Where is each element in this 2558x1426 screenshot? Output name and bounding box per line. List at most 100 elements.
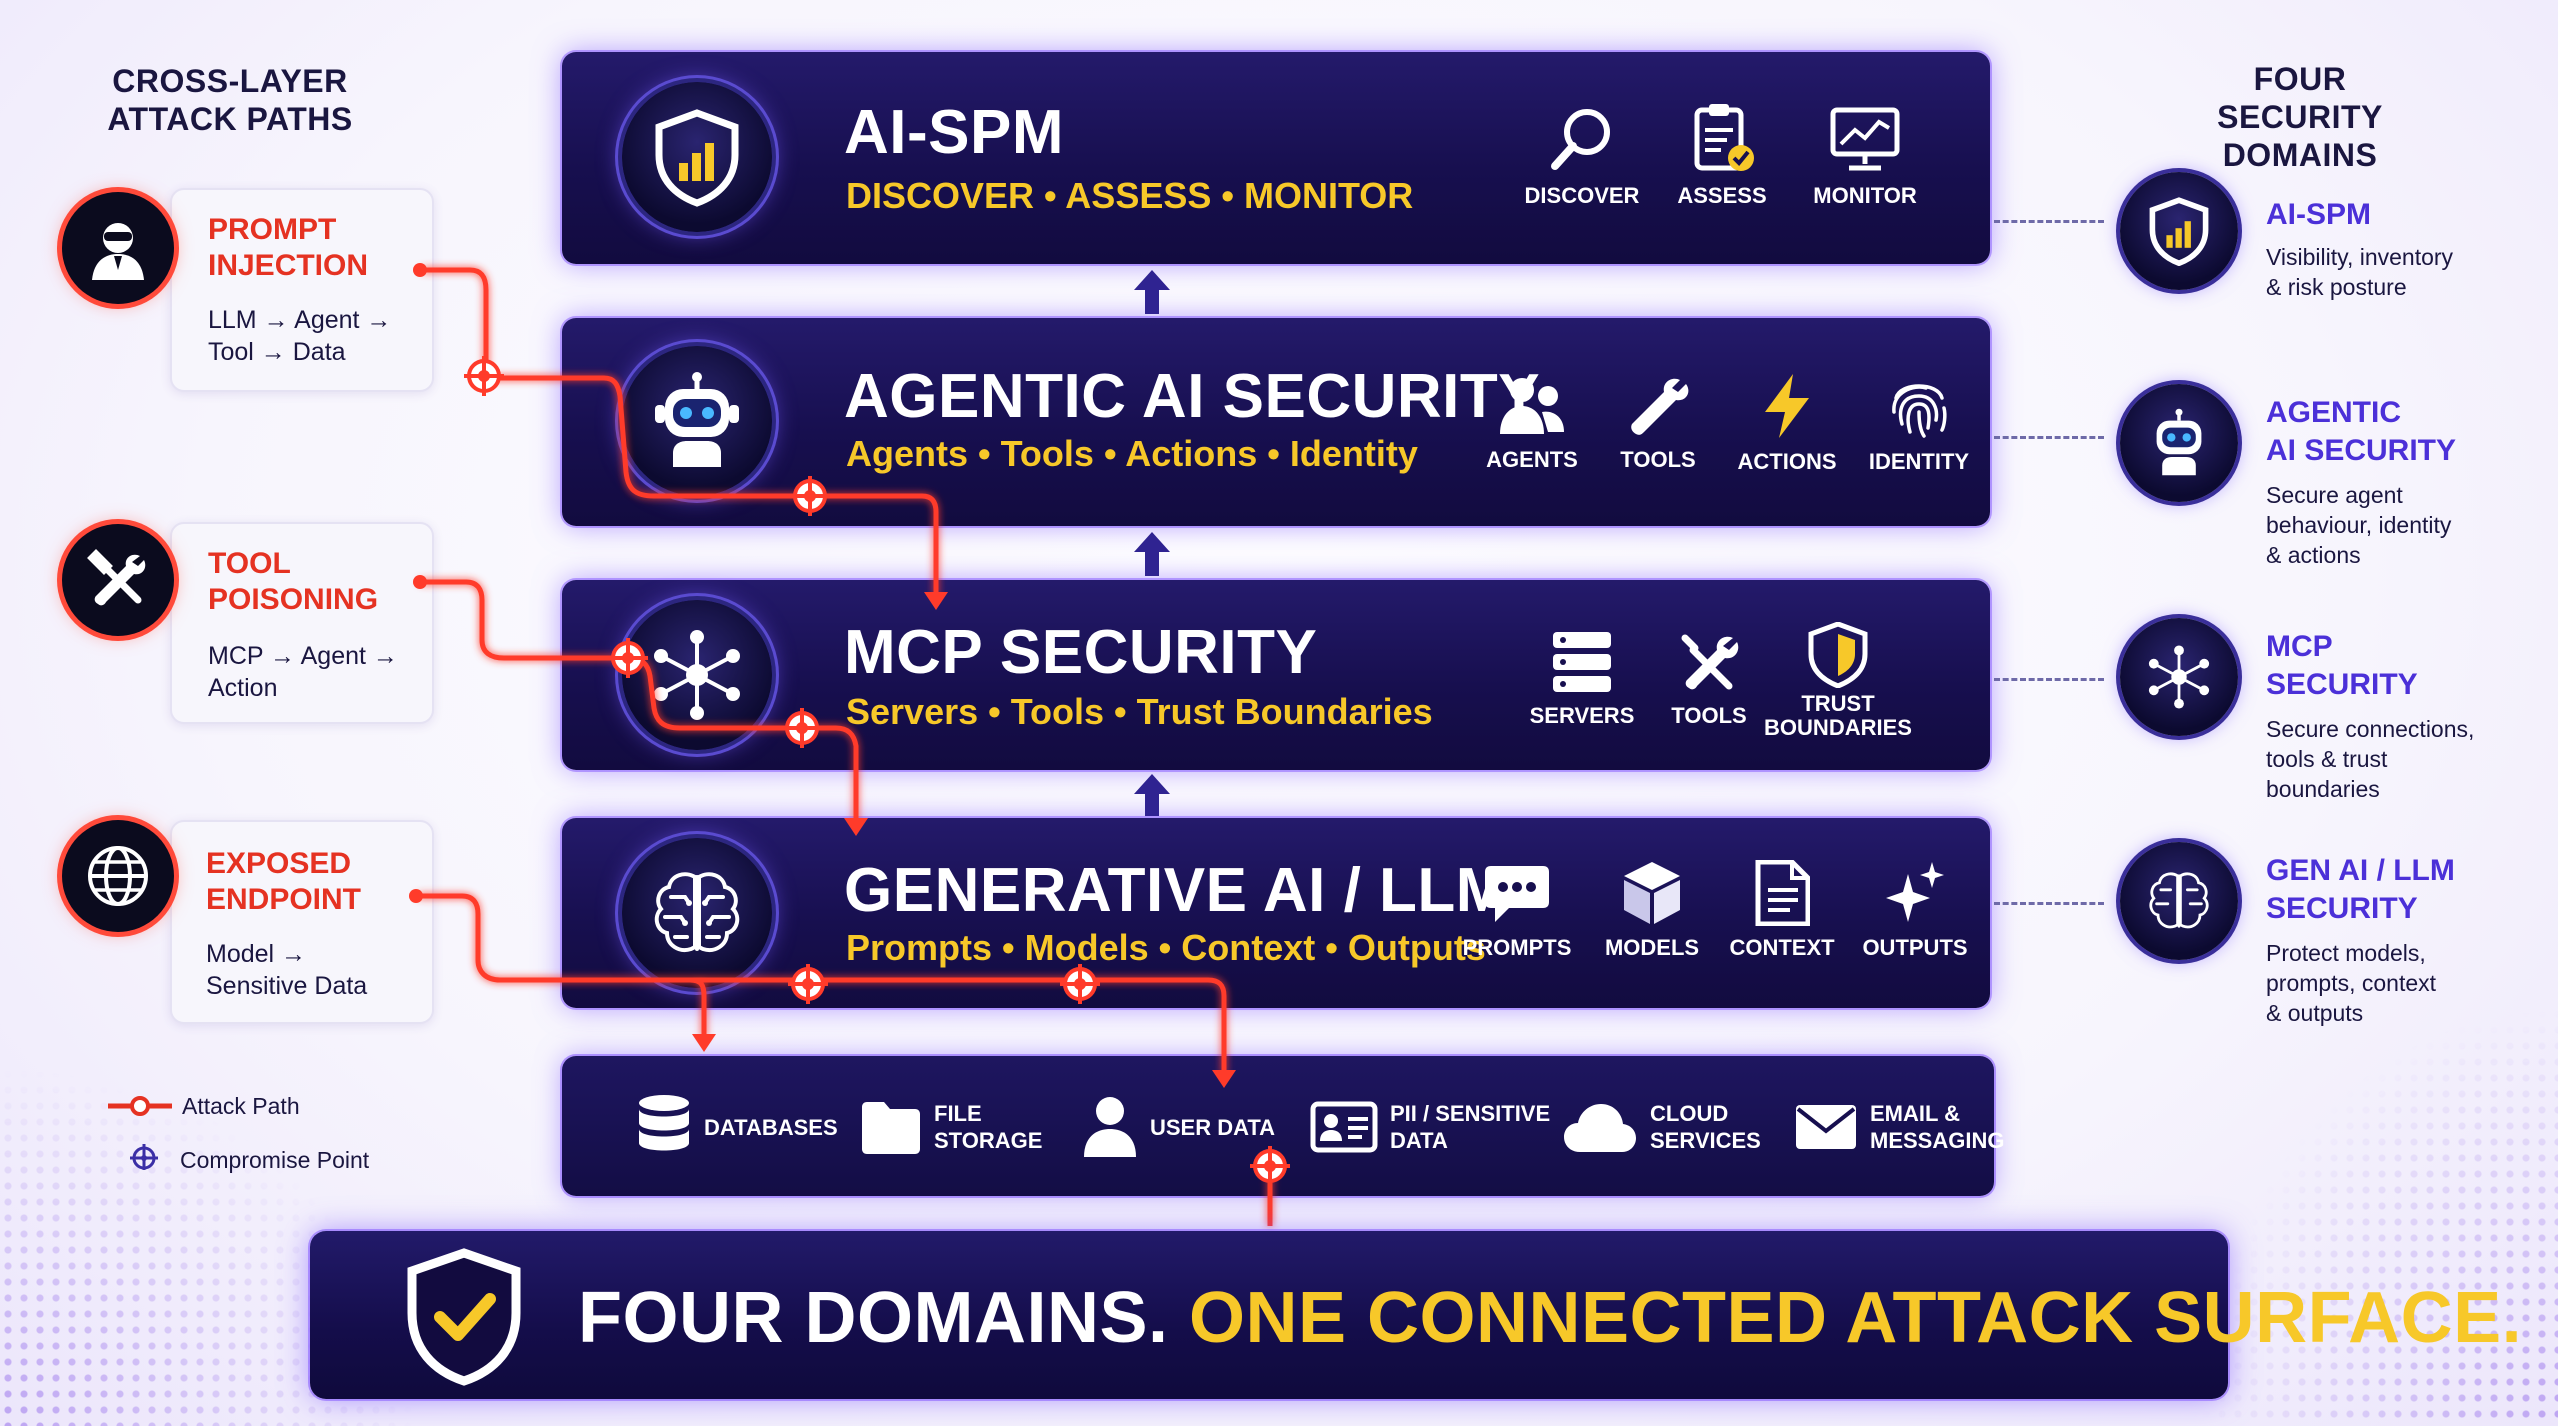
- clipboard-check-icon: [1694, 104, 1754, 171]
- network-hub-icon: [622, 600, 772, 750]
- domain-desc-line: & outputs: [2266, 1000, 2364, 1026]
- domain-title: AGENTIC AI SECURITY: [2266, 394, 2456, 470]
- domain-title: AI-SPM: [2266, 196, 2371, 234]
- threat-card-tool-poisoning: TOOL POISONING MCP → Agent → Action: [170, 522, 434, 724]
- path-start-dot: [413, 575, 427, 589]
- domain-desc-line: & risk posture: [2266, 274, 2407, 300]
- threat-title-line: POISONING: [208, 583, 379, 616]
- arrowhead: [844, 818, 868, 836]
- threat-card-exposed-endpoint: EXPOSED ENDPOINT Model → Sensitive Data: [170, 820, 434, 1024]
- data-source-label: FILE: [934, 1101, 982, 1126]
- compromise-point: [608, 638, 648, 678]
- attack-path-exposed-endpoint-b: [690, 977, 1227, 1074]
- banner-text-yellow: ONE CONNECTED ATTACK SURFACE.: [1189, 1278, 2523, 1358]
- domain-title: GEN AI / LLM SECURITY: [2266, 852, 2455, 928]
- data-source-label: CLOUD: [1650, 1101, 1729, 1126]
- arrowhead: [924, 592, 948, 610]
- domain-connector: [1994, 902, 2104, 905]
- domain-desc-line: & actions: [2266, 542, 2361, 568]
- data-source-label: DATABASES: [704, 1114, 838, 1140]
- wrench-icon: [1631, 378, 1689, 435]
- left-title-line-2: ATTACK PATHS: [107, 101, 353, 137]
- banner-text: FOUR DOMAINS. ONE CONNECTED ATTACK SURFA…: [578, 1279, 2522, 1357]
- icon-label: IDENTITY: [1868, 449, 1970, 474]
- layer-agentic-ai-security: AGENTIC AI SECURITY Agents • Tools • Act…: [562, 318, 1990, 526]
- domain-connector: [1994, 436, 2104, 439]
- data-source-databases: DATABASES: [636, 1092, 838, 1162]
- server-stack-icon: [1553, 632, 1611, 692]
- domain-desc-line: tools & trust: [2266, 746, 2388, 772]
- network-hub-icon: [2120, 618, 2238, 736]
- domain-title-line: AI SECURITY: [2266, 434, 2457, 467]
- compromise-point: [790, 476, 830, 516]
- monitor-chart-icon: [1830, 107, 1900, 171]
- threat-path-line: Sensitive Data: [206, 972, 368, 1000]
- brain-circuit-icon: [622, 838, 772, 988]
- layer-icon-identity: IDENTITY: [1854, 372, 1984, 474]
- threat-path-line: Action: [208, 674, 278, 702]
- domain-desc: Protect models, prompts, context & outpu…: [2266, 938, 2436, 1028]
- layer-subtitle: Servers • Tools • Trust Boundaries: [846, 691, 1433, 732]
- compromise-point: [788, 964, 828, 1004]
- legend-attack-path: Attack Path: [182, 1093, 300, 1119]
- icon-label: DISCOVER: [1524, 183, 1640, 208]
- data-source-label: STORAGE: [934, 1128, 1043, 1153]
- layer-title: GENERATIVE AI / LLM: [844, 856, 1508, 925]
- data-source-label: DATA: [1390, 1128, 1448, 1153]
- chat-bubble-icon: [1485, 866, 1549, 922]
- layer-icon-servers: SERVERS: [1522, 630, 1642, 728]
- compromise-point: [464, 356, 504, 396]
- users-icon: [1500, 378, 1564, 434]
- database-icon: [639, 1095, 689, 1151]
- icon-label: ACTIONS: [1737, 449, 1837, 474]
- robot-icon: [2120, 384, 2238, 502]
- threat-title-line: EXPOSED: [206, 847, 352, 880]
- layer-subtitle: DISCOVER • ASSESS • MONITOR: [846, 175, 1414, 216]
- layer-icon-context: CONTEXT: [1722, 860, 1842, 960]
- up-arrow-icon: [1134, 270, 1170, 314]
- envelope-icon: [1796, 1105, 1856, 1149]
- domain-desc-line: Protect models,: [2266, 940, 2426, 966]
- legend-icons: [108, 1096, 172, 1170]
- icon-label: CONTEXT: [1729, 935, 1835, 960]
- layer-title: AGENTIC AI SECURITY: [844, 362, 1541, 431]
- left-title-line-1: CROSS-LAYER: [112, 63, 348, 99]
- layer-icon-assess: ASSESS: [1652, 102, 1792, 208]
- icon-label: OUTPUTS: [1862, 935, 1968, 960]
- decorative-dots-right: [2198, 1006, 2558, 1426]
- sparkles-icon: [1886, 862, 1944, 922]
- layer-icon-models: MODELS: [1592, 860, 1712, 960]
- domain-title-line: MCP: [2266, 630, 2333, 663]
- layer-icon-prompts: PROMPTS: [1452, 862, 1582, 960]
- fingerprint-icon: [1892, 384, 1947, 438]
- domain-desc-line: boundaries: [2266, 776, 2380, 802]
- shield-trust-icon: [1808, 622, 1868, 688]
- icon-label: SERVERS: [1529, 703, 1635, 728]
- data-source-label: MESSAGING: [1870, 1128, 2005, 1153]
- layer-icon-actions: ACTIONS: [1722, 372, 1852, 474]
- layer-subtitle: Prompts • Models • Context • Outputs: [846, 927, 1486, 968]
- legend-compromise-point: Compromise Point: [180, 1147, 370, 1173]
- shield-chart-icon: [622, 82, 772, 232]
- right-title-line-2: DOMAINS: [2222, 137, 2378, 173]
- summary-banner: FOUR DOMAINS. ONE CONNECTED ATTACK SURFA…: [310, 1231, 2522, 1399]
- path-start-dot: [413, 263, 427, 277]
- domain-desc-line: behaviour, identity: [2266, 512, 2452, 538]
- attack-path-tool-poisoning: [420, 579, 859, 822]
- right-title-line-1: FOUR SECURITY: [2217, 61, 2383, 135]
- up-arrow-icon: [1134, 532, 1170, 576]
- folder-icon: [862, 1102, 920, 1154]
- compromise-point: [1250, 1146, 1290, 1186]
- threat-path-line: MCP → Agent →: [208, 642, 398, 670]
- domain-title-line: GEN AI / LLM: [2266, 854, 2455, 887]
- globe-icon: [62, 820, 174, 932]
- domain-desc-line: Secure connections,: [2266, 716, 2475, 742]
- domain-title-line: SECURITY: [2266, 892, 2418, 925]
- data-source-label: USER DATA: [1150, 1114, 1276, 1140]
- tools-cross-icon: [1681, 634, 1739, 690]
- lightning-icon: [1765, 374, 1809, 438]
- domain-desc-line: prompts, context: [2266, 970, 2437, 996]
- layer-generative-ai-llm: GENERATIVE AI / LLM Prompts • Models • C…: [562, 818, 1990, 1008]
- icon-label: MONITOR: [1813, 183, 1917, 208]
